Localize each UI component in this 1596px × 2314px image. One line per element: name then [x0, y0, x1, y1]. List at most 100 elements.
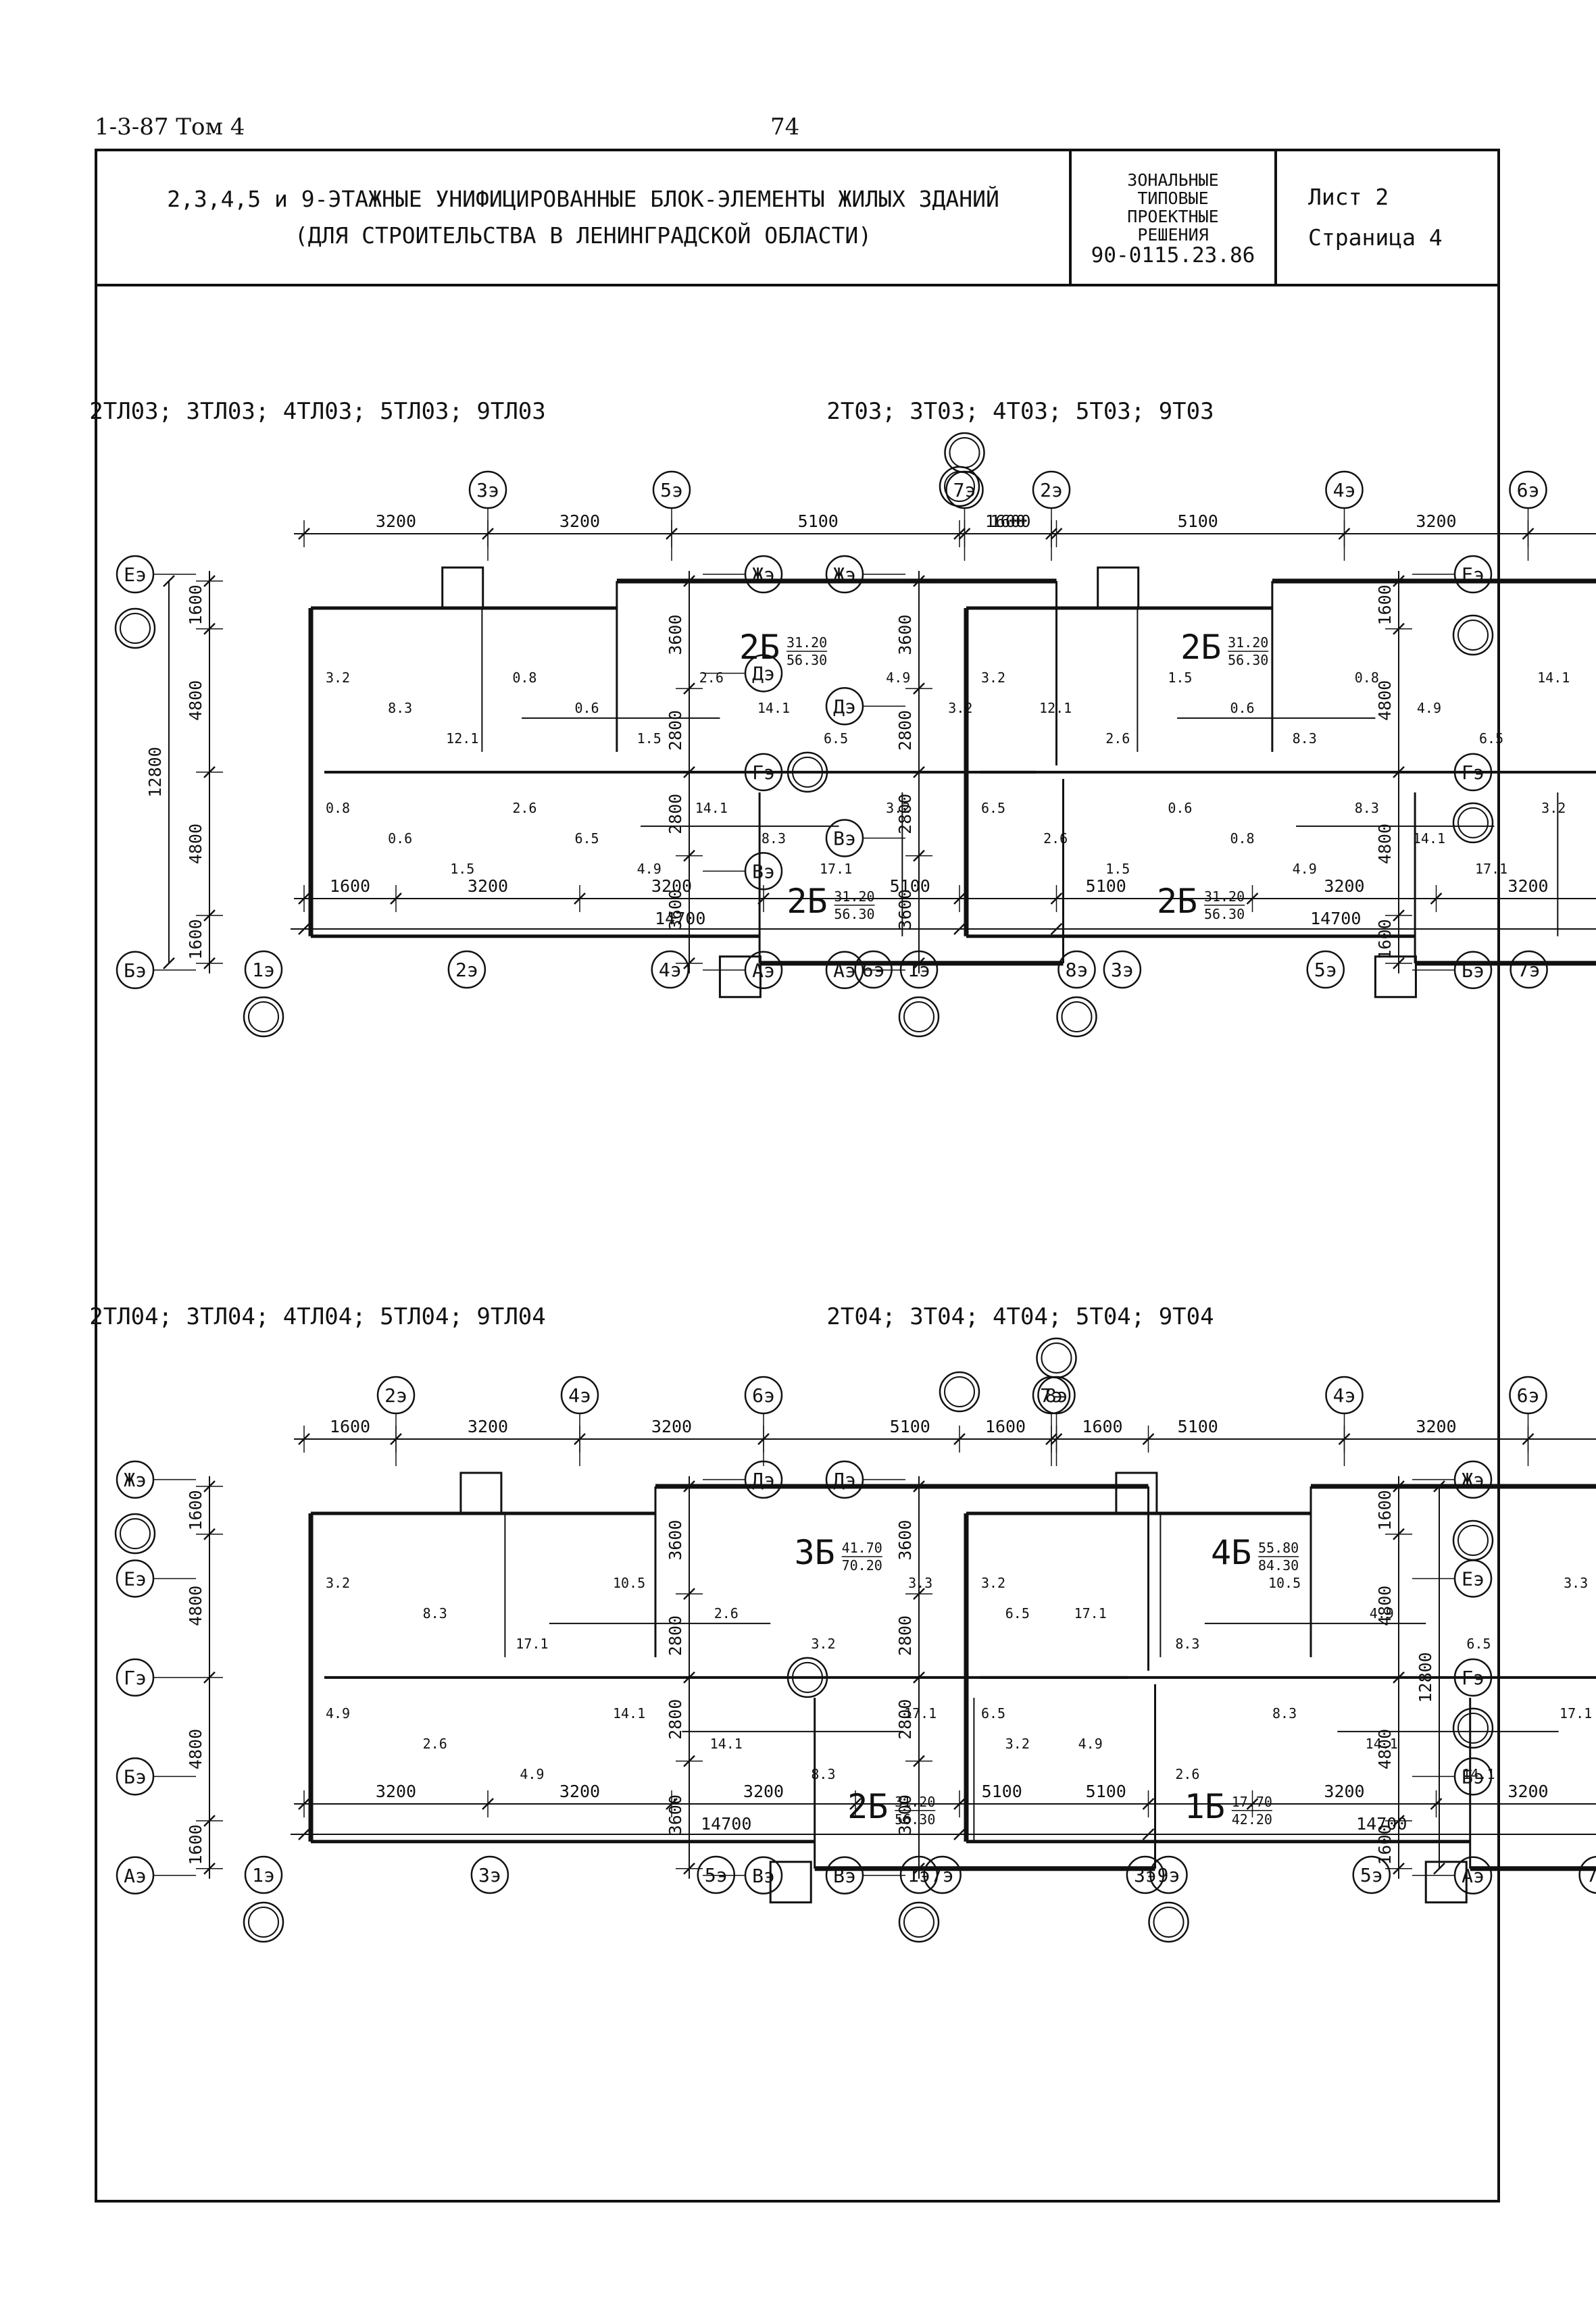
dimension-total: 12800: [145, 747, 165, 797]
axis-ring: [1153, 1907, 1184, 1938]
dimension-text: 5100: [1086, 876, 1126, 896]
room-areas: 3.217.18.310.54.96.53.33.26.54.92.68.314…: [981, 1575, 1592, 1782]
axis-label: Гэ: [1462, 761, 1485, 784]
room-area: 3.2: [981, 670, 1005, 686]
axis-label: Гэ: [1462, 1667, 1485, 1689]
dimension-text: 2800: [895, 710, 915, 751]
axis-bubble: [1578, 1855, 1596, 1894]
dimension-text: 3600: [666, 614, 685, 655]
axis-label: Жэ: [124, 1469, 147, 1491]
dimension-tick: [953, 923, 966, 935]
balcony: [718, 955, 762, 999]
dimension-text: 3200: [468, 1417, 508, 1436]
axis-bubble: [697, 1855, 735, 1894]
axis-ring: [792, 756, 823, 788]
room-area: 12.1: [1039, 700, 1072, 716]
dimension-text: 3200: [1416, 511, 1456, 531]
axis-ring: [1056, 996, 1097, 1038]
room-area: 2.6: [699, 670, 724, 686]
apartment-type: 2Б: [787, 882, 827, 921]
axis-label: Аэ: [124, 1865, 147, 1887]
dimension-text: 2800: [666, 1615, 685, 1656]
axis-bubble: [1057, 950, 1096, 989]
dimension-text: 3200: [651, 876, 692, 896]
axis-bubble: [854, 950, 893, 989]
axis-label: 7э: [1040, 1384, 1063, 1407]
dimension-text: 3200: [376, 1782, 416, 1801]
axis-label: Дэ: [752, 662, 775, 684]
dimension-text: 3200: [1416, 1417, 1456, 1436]
apartment-living-area: 55.80: [1258, 1540, 1299, 1556]
axis-label: Аэ: [1462, 1865, 1485, 1887]
axis-label: 5э: [1360, 1864, 1383, 1886]
axis-ring: [939, 466, 980, 507]
axis-ring: [903, 1907, 934, 1938]
room-area: 14.1: [1413, 830, 1445, 847]
axis-bubble: [244, 1855, 283, 1894]
room-area: 14.1: [1537, 670, 1570, 686]
axis-label: 8э: [1045, 1384, 1068, 1407]
dimension-text: 3600: [666, 1794, 685, 1835]
axis-label: Еэ: [124, 563, 147, 586]
axis-label: Вэ: [833, 828, 856, 850]
apartment-total-area: 70.20: [842, 1557, 882, 1574]
room-area: 4.9: [1078, 1736, 1103, 1752]
dimension-text: 4800: [1375, 824, 1395, 864]
plan-title: 2Т03; 3Т03; 4Т03; 5Т03; 9Т03: [826, 398, 1214, 425]
dimension-text: 3600: [895, 1519, 915, 1560]
dimension-text: 5100: [982, 1782, 1022, 1801]
axis-label: Бэ: [124, 959, 147, 982]
dimension-text: 5100: [1086, 1782, 1126, 1801]
axis-label: 6э: [1517, 1384, 1540, 1407]
axis-label: Жэ: [833, 563, 856, 586]
axis-ring: [248, 1907, 279, 1938]
axis-label: 5э: [1314, 959, 1337, 981]
document-code: 1-3-87 Том 4: [95, 114, 245, 141]
room-area: 3.2: [326, 1575, 350, 1591]
dimension-total: 14700: [1310, 909, 1361, 928]
room-area: 8.3: [1175, 1636, 1199, 1652]
dimension-tick: [163, 957, 175, 970]
room-area: 2.6: [512, 800, 537, 816]
room-area: 3.2: [1005, 1736, 1030, 1752]
room-area: 1.5: [637, 730, 662, 747]
axis-label: Жэ: [752, 563, 775, 586]
dimension-text: 3600: [666, 889, 685, 930]
axis-label: 7э: [1587, 1864, 1596, 1886]
axis-ring: [1061, 1001, 1093, 1032]
dimension-text: 3600: [895, 614, 915, 655]
axis-ring: [898, 996, 940, 1038]
series-line-3: ПРОЕКТНЫЕ: [1127, 206, 1219, 226]
axis-ring: [1452, 802, 1494, 844]
apartment-type: 4Б: [1211, 1533, 1251, 1572]
dimension-text: 4800: [186, 1729, 205, 1769]
room-area: 0.8: [1230, 830, 1254, 847]
room-area: 4.9: [1417, 700, 1441, 716]
axis-label: 4э: [1333, 479, 1356, 501]
axis-label: Дэ: [833, 695, 856, 718]
axis-ring: [944, 432, 985, 474]
room-area: 3.2: [1541, 800, 1566, 816]
dimension-text: 5100: [890, 876, 930, 896]
axis-label: Вэ: [752, 860, 775, 882]
apartment-living-area: 31.20: [1204, 888, 1245, 905]
room-area: 3.3: [908, 1575, 932, 1591]
room-area: 3.2: [326, 670, 350, 686]
room-area: 17.1: [820, 861, 852, 877]
apartment-living-area: 31.20: [787, 634, 827, 651]
title-line-2: (ДЛЯ СТРОИТЕЛЬСТВА В ЛЕНИНГРАДСКОЙ ОБЛАС…: [294, 222, 872, 249]
plan-walls: [964, 566, 1596, 999]
apartment-living-area: 31.20: [895, 1794, 935, 1810]
dimension-text: 5100: [890, 1417, 930, 1436]
dimension-text: 3600: [895, 1794, 915, 1835]
axis-label: Бэ: [124, 1765, 147, 1788]
axis-bubble: [1149, 1855, 1188, 1894]
axis-ring: [1148, 1901, 1189, 1943]
axis-label: 6э: [752, 1384, 775, 1407]
axis-ring: [114, 1513, 156, 1555]
room-area: 6.5: [824, 730, 848, 747]
